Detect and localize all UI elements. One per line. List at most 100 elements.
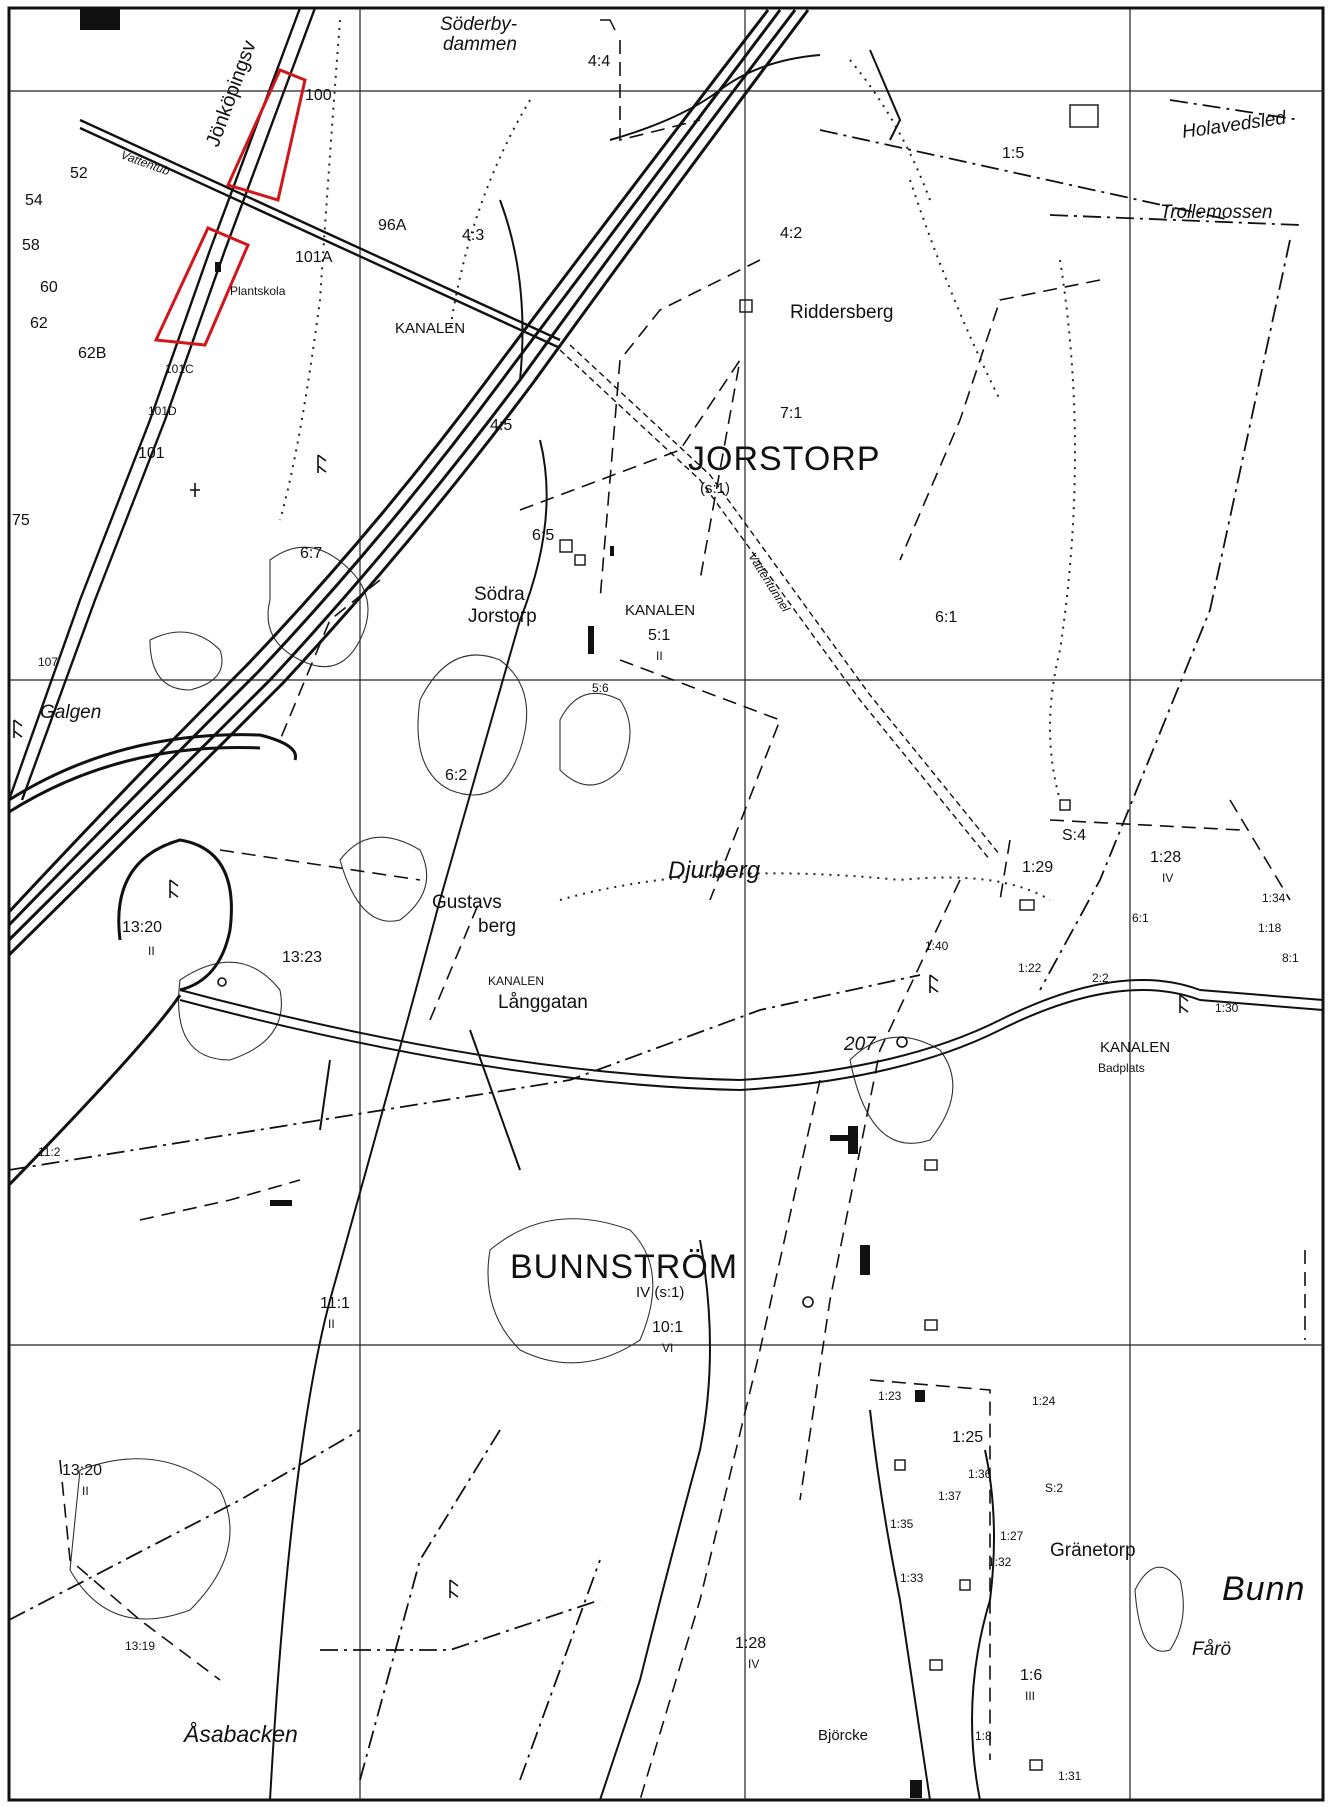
place-gustavsberg-1: Gustavs xyxy=(432,892,502,913)
parcel-label: 1:40 xyxy=(925,939,949,953)
place-bunnstrom-sub: IV (s:1) xyxy=(636,1284,684,1301)
terrain-contours xyxy=(69,546,1184,1652)
parcel-label: 1:25 xyxy=(952,1429,983,1446)
parcel-label: 54 xyxy=(25,192,43,209)
place-kanalen-3: KANALEN xyxy=(1100,1039,1170,1056)
place-bunnstrom: BUNNSTRÖM xyxy=(510,1248,738,1286)
map-symbols xyxy=(13,454,1189,1598)
parcel-label: 101C xyxy=(165,362,194,376)
place-kanalen-4: KANALEN xyxy=(488,974,544,988)
place-bunn: Bunn xyxy=(1222,1570,1305,1608)
local-highway xyxy=(7,7,561,801)
parcel-label: 5:6 xyxy=(592,681,609,695)
place-sodra-2: Jorstorp xyxy=(468,606,537,627)
parcel-label: 96A xyxy=(378,217,407,234)
highlighted-parcels xyxy=(153,68,307,347)
survey-point-bunnstrom xyxy=(802,1296,814,1308)
parcel-label: II xyxy=(656,649,663,663)
canal-tunnel xyxy=(559,344,1001,861)
parcel-label: 6:2 xyxy=(445,767,467,784)
parcel-labels: 100 52 54 58 60 62 62B 75 101 101A 101C … xyxy=(12,53,1299,1783)
parcel-label: 1:28 xyxy=(735,1635,766,1652)
parcel-label: 62B xyxy=(78,345,106,362)
dotted-trails xyxy=(279,19,1076,901)
parcel-label: 11:1 xyxy=(320,1295,350,1312)
parcel-label: 101 xyxy=(138,445,165,462)
parcel-label: 1:29 xyxy=(1022,859,1053,876)
parcel-label: 1:23 xyxy=(878,1389,902,1403)
parcel-label: 1:6 xyxy=(1020,1667,1042,1684)
parcel-label: 1:22 xyxy=(1018,961,1042,975)
place-gustavsberg-2: berg xyxy=(478,916,516,937)
parcel-label: IV xyxy=(1162,871,1173,885)
place-riddersberg: Riddersberg xyxy=(790,302,894,323)
parcel-label: 1:5 xyxy=(1002,145,1024,162)
parcel-label: 1:33 xyxy=(900,1571,924,1585)
parcel-label: 1:30 xyxy=(1215,1001,1239,1015)
parcel-label: 7:1 xyxy=(780,405,802,422)
parcel-label: 1:34 xyxy=(1262,891,1286,905)
parcel-label: 6:7 xyxy=(300,545,322,562)
place-kanalen-2: KANALEN xyxy=(625,602,695,619)
parcel-label: 1:8 xyxy=(975,1729,992,1743)
parcel-label: 107 xyxy=(38,655,58,669)
highlight-parcel-plantskola xyxy=(153,226,250,347)
boundary-lines xyxy=(8,99,1301,1781)
parcel-label: 1:35 xyxy=(890,1517,914,1531)
parcel-label: 4:4 xyxy=(588,53,610,70)
buildings xyxy=(80,8,925,1798)
parcel-label: 62 xyxy=(30,315,48,332)
parcel-label: 1:36 xyxy=(968,1467,992,1481)
parcel-label: 13:20 xyxy=(122,919,162,936)
parcel-label: III xyxy=(1025,1689,1035,1703)
place-langgatan: Långgatan xyxy=(498,992,588,1013)
parcel-label: IV xyxy=(748,1657,759,1671)
parcel-label: 4:5 xyxy=(490,417,512,434)
parcel-label: 5:1 xyxy=(648,627,670,644)
parcel-label: II xyxy=(148,944,155,958)
parcel-label: 58 xyxy=(22,237,40,254)
parcel-label: 13:23 xyxy=(282,949,322,966)
parcel-label: 6:1 xyxy=(1132,911,1149,925)
survey-point-207 xyxy=(896,1036,908,1048)
parcel-label: 6:5 xyxy=(532,527,554,544)
parcel-label: 1:24 xyxy=(1032,1394,1056,1408)
parcel-label: 60 xyxy=(40,279,58,296)
parcel-label: S:2 xyxy=(1045,1481,1063,1495)
parcel-label: II xyxy=(82,1484,89,1498)
grid-lines xyxy=(9,8,1323,1800)
parcel-label: 11:2 xyxy=(38,1145,61,1159)
place-djurberg: Djurberg xyxy=(668,857,761,884)
place-galgen: Galgen xyxy=(40,702,101,723)
parcel-label: 1:32 xyxy=(988,1555,1012,1569)
parcel-label: 6:1 xyxy=(935,609,957,626)
parcel-label: VI xyxy=(662,1341,673,1355)
parcel-label: 4:2 xyxy=(780,225,802,242)
place-granetorp: Gränetorp xyxy=(1050,1540,1136,1561)
map-frame xyxy=(7,6,1325,1802)
parcel-label: II xyxy=(328,1317,335,1331)
place-jorstorp-sub: (s:1) xyxy=(700,480,730,497)
parcel-label: 10:1 xyxy=(652,1319,683,1336)
place-plantskola: Plantskola xyxy=(230,284,286,298)
place-soderbydammen-2: dammen xyxy=(443,34,517,55)
parcel-label: 2:2 xyxy=(1092,971,1109,985)
parcel-label: 75 xyxy=(12,512,30,529)
place-sodra-1: Södra xyxy=(474,584,525,605)
motorway xyxy=(7,9,810,1187)
parcel-label: S:4 xyxy=(1062,827,1086,844)
place-asabacken: Åsabacken xyxy=(182,1720,298,1747)
parcel-label: 1:37 xyxy=(938,1489,962,1503)
place-bjorkbacken: Björcke xyxy=(818,1727,868,1744)
place-road-207: 207 xyxy=(843,1034,877,1055)
small-buildings xyxy=(559,19,1099,1771)
place-soderbydammen-1: Söderby- xyxy=(440,14,517,35)
parcel-label: 13:19 xyxy=(125,1639,155,1653)
parcel-label: 1:18 xyxy=(1258,921,1282,935)
parcel-label: 101A xyxy=(295,249,333,266)
parcel-label: 52 xyxy=(70,165,88,182)
place-badplats: Badplats xyxy=(1098,1061,1145,1075)
parcel-label: 1:28 xyxy=(1150,849,1181,866)
